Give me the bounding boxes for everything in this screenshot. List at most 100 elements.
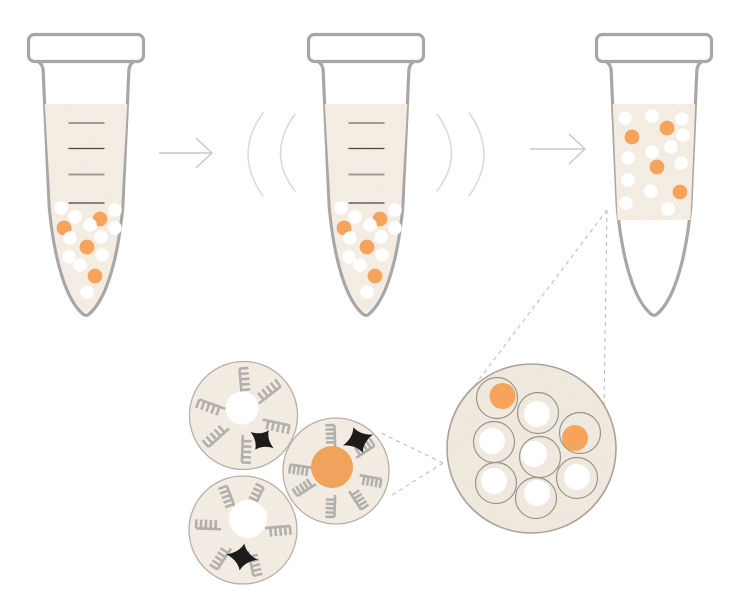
empty-particle xyxy=(664,140,678,154)
loaded-particle xyxy=(79,239,95,255)
ligand-comb-icon xyxy=(325,423,337,448)
empty-particle xyxy=(108,221,122,235)
vibration-arc-icon xyxy=(436,113,453,192)
empty-particle xyxy=(68,210,82,224)
loaded-particle xyxy=(87,268,103,284)
ligand-comb-icon xyxy=(359,473,383,489)
step3-tube-resuspended xyxy=(594,32,714,317)
ligand-comb-icon xyxy=(246,551,263,578)
right-arrow-icon xyxy=(159,137,214,169)
empty-particle xyxy=(360,285,374,299)
ligand-comb-icon xyxy=(238,366,251,397)
particle-structure-views xyxy=(188,360,390,585)
empty-particle xyxy=(80,285,94,299)
star-marker-icon xyxy=(250,430,274,450)
vesicle-shell xyxy=(514,476,558,520)
empty-particle xyxy=(63,231,77,245)
vesicle-shell xyxy=(475,376,519,420)
ligand-comb-icon xyxy=(240,434,252,465)
ligand-comb-icon xyxy=(209,547,233,571)
vesicle-shell xyxy=(474,461,518,505)
loaded-particle xyxy=(624,129,640,145)
empty-particle xyxy=(108,203,122,217)
ligand-comb-icon xyxy=(218,484,237,510)
drug-core-loaded xyxy=(311,446,353,488)
zoom-dashed-line xyxy=(603,209,608,409)
vesicle-core-empty xyxy=(524,401,550,427)
ligand-comb-icon xyxy=(264,524,292,537)
empty-particle xyxy=(73,258,87,272)
empty-particle xyxy=(676,128,690,142)
empty-particle xyxy=(353,258,367,272)
core-empty xyxy=(225,391,259,425)
empty-particle xyxy=(348,210,362,224)
suspension-magnified-view xyxy=(446,363,617,534)
empty-particle xyxy=(62,250,76,264)
empty-particle xyxy=(94,230,108,244)
empty-particle xyxy=(54,201,68,215)
empty-particle xyxy=(675,112,689,126)
empty-particle xyxy=(621,151,635,165)
empty-particle xyxy=(343,231,357,245)
ligand-comb-icon xyxy=(257,378,282,405)
vesicle-core-loaded xyxy=(562,425,588,451)
vesicle-core-empty xyxy=(481,468,507,494)
vesicle-core-empty xyxy=(479,428,505,454)
loaded-particle xyxy=(672,184,688,200)
tube-cap xyxy=(306,32,426,64)
empty-particle xyxy=(661,202,675,216)
zoom-dashed-line xyxy=(380,432,444,464)
loaded-particle xyxy=(659,120,675,136)
particle-loaded xyxy=(282,417,390,525)
tube-cap xyxy=(26,32,146,64)
empty-particle xyxy=(95,248,109,262)
tube-cap xyxy=(594,32,714,64)
empty-particle xyxy=(619,196,633,210)
particle-empty-1 xyxy=(188,360,299,471)
empty-particle xyxy=(363,218,377,232)
ligand-comb-icon xyxy=(194,519,222,531)
vesicle-shell xyxy=(555,456,599,500)
ligand-comb-icon xyxy=(201,425,230,448)
empty-particle xyxy=(388,221,402,235)
ligand-comb-icon xyxy=(262,418,291,435)
empty-particle xyxy=(645,109,659,123)
vibration-arc-icon xyxy=(247,112,264,197)
empty-particle xyxy=(674,156,688,170)
arrow-step1-to-step2-icon xyxy=(159,137,214,169)
loaded-particle xyxy=(649,159,665,175)
vesicle-shell xyxy=(516,391,560,435)
vesicle-core-loaded xyxy=(489,383,516,409)
loaded-particle xyxy=(367,268,383,284)
zoom-dashed-line xyxy=(474,209,608,386)
empty-particle xyxy=(644,184,658,198)
vibration-arc-icon xyxy=(468,112,485,197)
zoom-dashed-connectors xyxy=(380,209,608,498)
empty-particle xyxy=(375,248,389,262)
empty-particle xyxy=(334,201,348,215)
empty-particle xyxy=(645,145,659,159)
vesicle-core-empty xyxy=(521,441,547,467)
ligand-comb-icon xyxy=(325,494,337,519)
right-arrow-icon xyxy=(530,133,587,165)
empty-particle xyxy=(342,250,356,264)
vesicle-shell xyxy=(558,411,602,455)
step1-tube-settled xyxy=(26,32,146,317)
core-empty xyxy=(229,500,267,538)
empty-particle xyxy=(374,230,388,244)
ligand-comb-icon xyxy=(291,478,317,498)
vesicle-core-empty xyxy=(564,464,590,490)
empty-particle xyxy=(621,173,635,187)
ligand-comb-icon xyxy=(287,463,313,477)
empty-particle xyxy=(83,218,97,232)
vesicle-core-empty xyxy=(524,480,550,506)
step2-tube-vortexed xyxy=(247,32,485,317)
loaded-particle xyxy=(359,239,375,255)
empty-particle xyxy=(618,111,632,125)
star-marker-icon xyxy=(226,543,258,571)
zoom-dashed-line xyxy=(388,462,444,498)
ligand-comb-icon xyxy=(347,489,370,511)
vibration-arc-icon xyxy=(279,113,296,192)
